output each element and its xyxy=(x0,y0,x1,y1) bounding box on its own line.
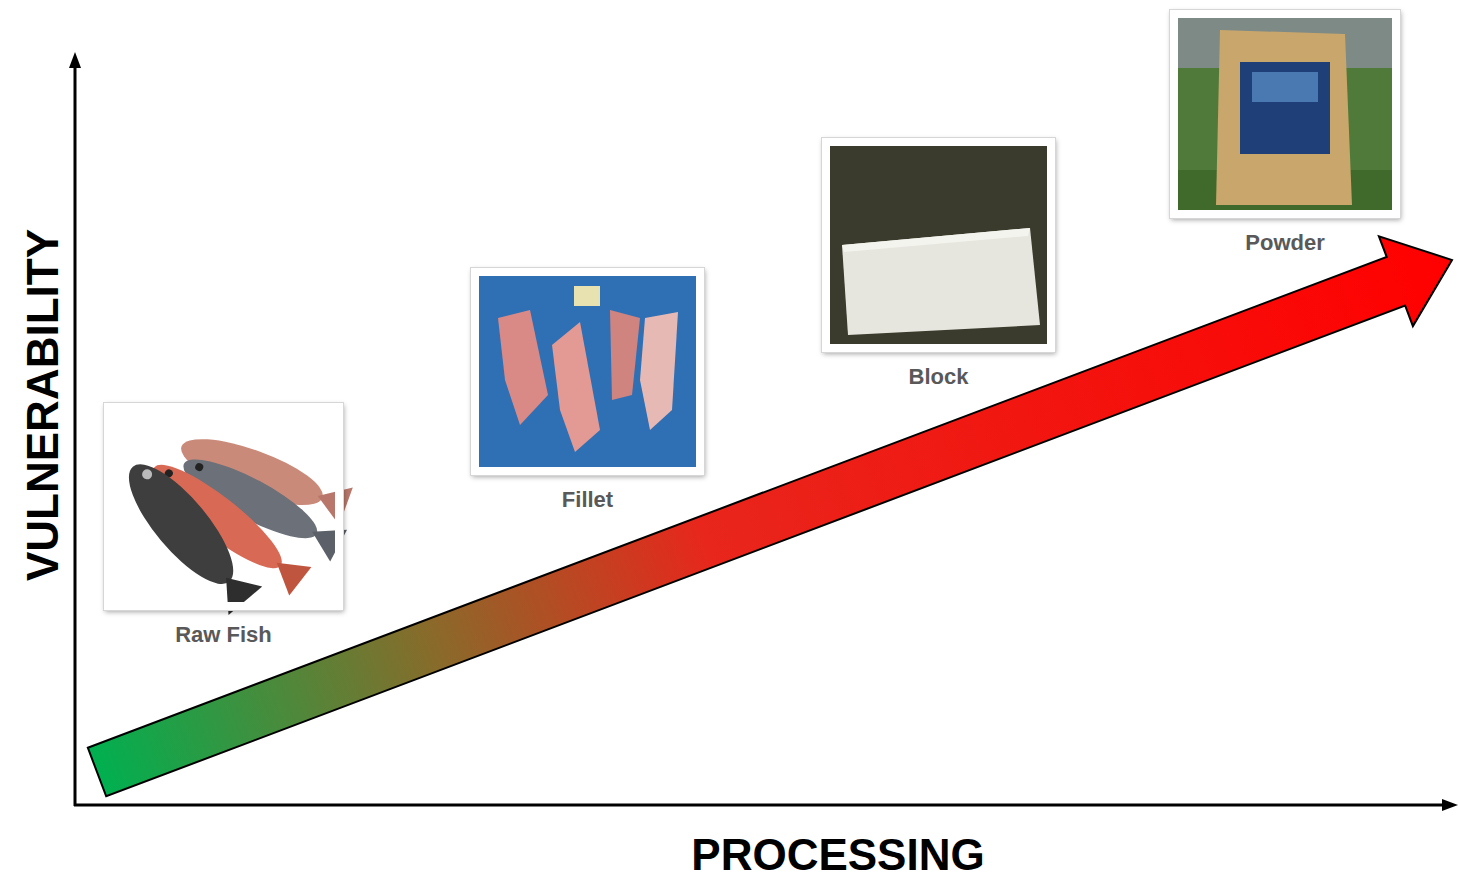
photo-frame xyxy=(104,403,343,610)
fillet-photo xyxy=(479,276,696,467)
axis-title: VULNERABILITY xyxy=(21,229,65,581)
raw-fish-photo xyxy=(112,411,353,617)
card-label: Block xyxy=(822,364,1055,389)
image-card: Fillet xyxy=(471,268,704,514)
card-label: Fillet xyxy=(471,487,704,512)
x-axis xyxy=(74,804,1446,807)
card-label: Powder xyxy=(1170,230,1400,255)
photo-frame xyxy=(822,138,1055,352)
y-axis xyxy=(74,66,77,806)
image-card: Raw Fish xyxy=(104,403,343,649)
photo-frame xyxy=(471,268,704,475)
photo-frame xyxy=(1170,10,1400,218)
x-axis-head xyxy=(1442,799,1458,811)
trend-arrow xyxy=(88,236,1452,796)
powder-photo xyxy=(1178,18,1392,210)
axis-title: PROCESSING xyxy=(691,833,984,877)
y-axis-head xyxy=(69,52,81,68)
block-photo xyxy=(830,146,1047,344)
image-card: Powder xyxy=(1170,10,1400,257)
card-label: Raw Fish xyxy=(104,622,343,647)
image-card: Block xyxy=(822,138,1055,391)
